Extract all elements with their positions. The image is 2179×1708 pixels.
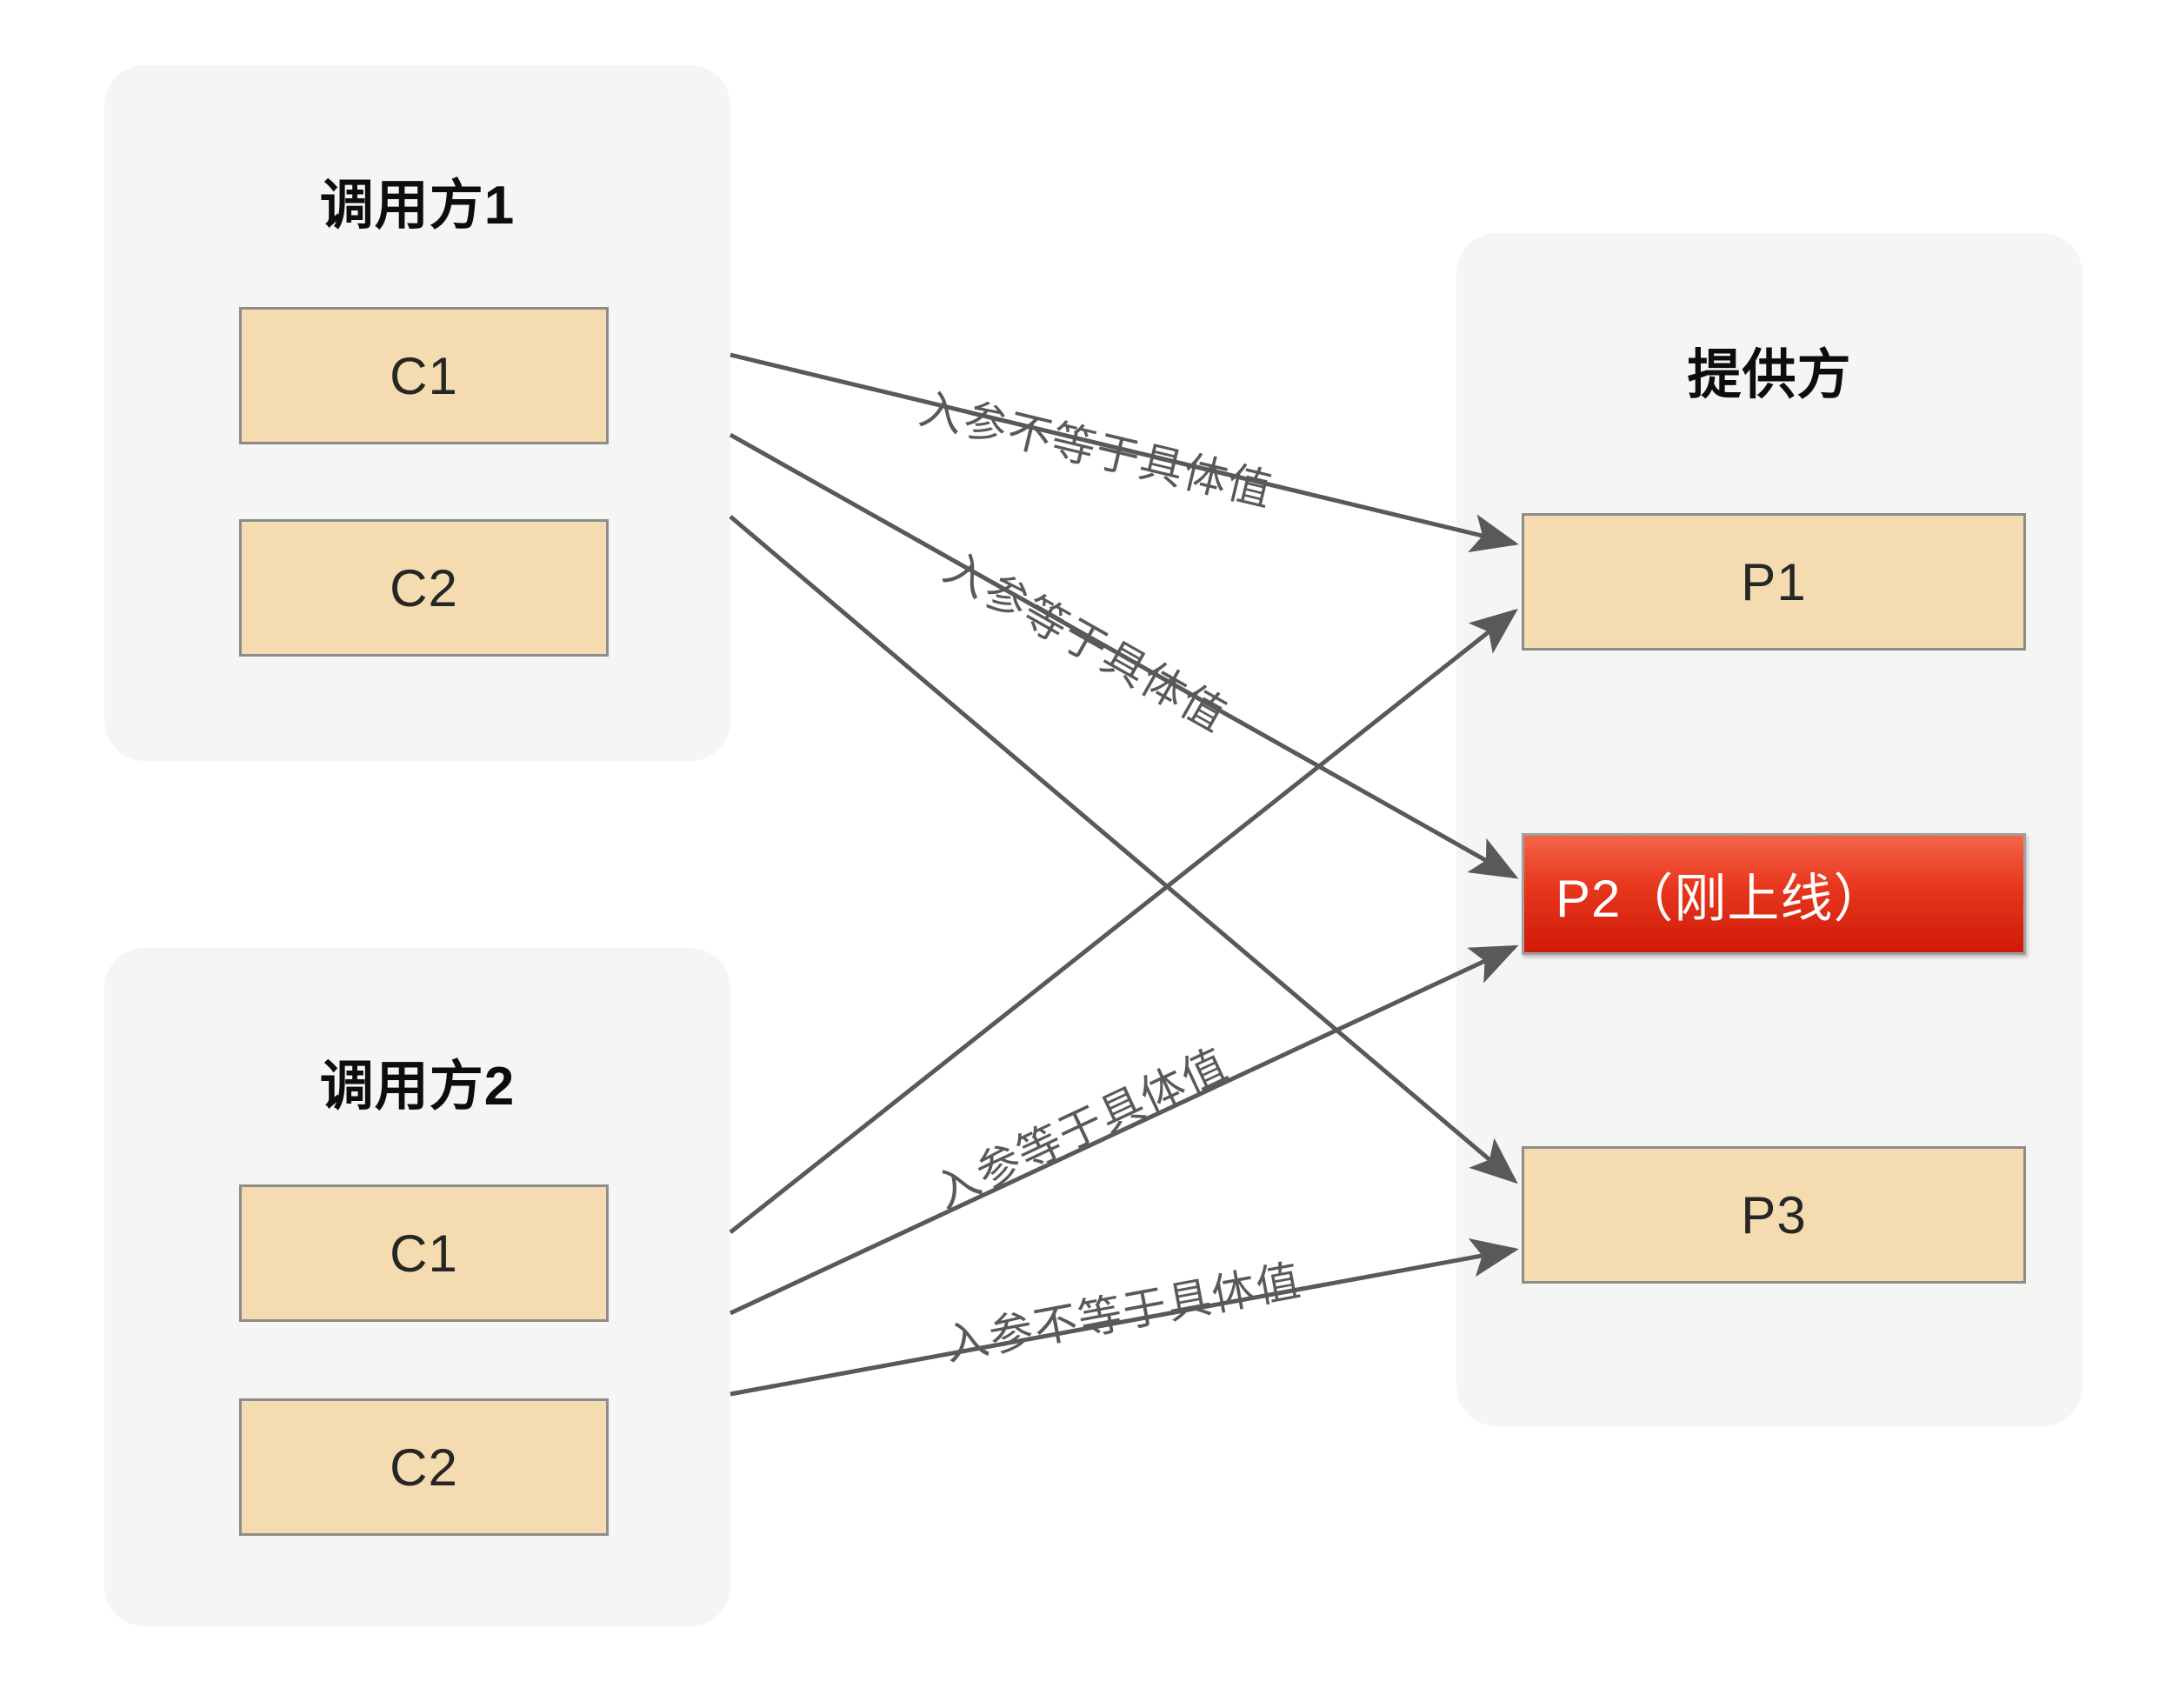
node-label: C1 [390,346,458,405]
node-provider-p1[interactable]: P1 [1522,513,2026,651]
node-label: P2（刚上线） [1556,869,1887,928]
node-label: C1 [390,1224,458,1283]
panel-provider: 提供方 P1 P2（刚上线） P3 [1456,233,2082,1426]
node-caller2-c2[interactable]: C2 [239,1398,609,1536]
edge-label-caller2-p3: 入参不等于具体值 [941,1255,1306,1370]
panel-caller2: 调用方2 C1 C2 [104,948,730,1626]
node-label: P1 [1741,552,1807,611]
node-caller1-c2[interactable]: C2 [239,519,609,657]
edge-label-caller1-p1: 入参不等于具体值 [915,384,1278,517]
node-provider-p3[interactable]: P3 [1522,1146,2026,1284]
node-label: C2 [390,558,458,617]
node-caller1-c1[interactable]: C1 [239,307,609,444]
node-label: C2 [390,1438,458,1497]
node-caller2-c1[interactable]: C1 [239,1184,609,1322]
panel-provider-title: 提供方 [1687,345,1852,405]
panel-caller2-title: 调用方2 [319,1057,516,1117]
node-provider-p2[interactable]: P2（刚上线） [1522,833,2026,955]
edge-label-caller2-p2: 入参等于具体值 [928,1039,1236,1218]
node-label: P3 [1741,1185,1807,1244]
panel-caller1-title: 调用方1 [319,176,516,236]
panel-caller1: 调用方1 C1 C2 [104,65,730,761]
edge-label-caller1-p2: 入参等于具体值 [936,543,1236,742]
